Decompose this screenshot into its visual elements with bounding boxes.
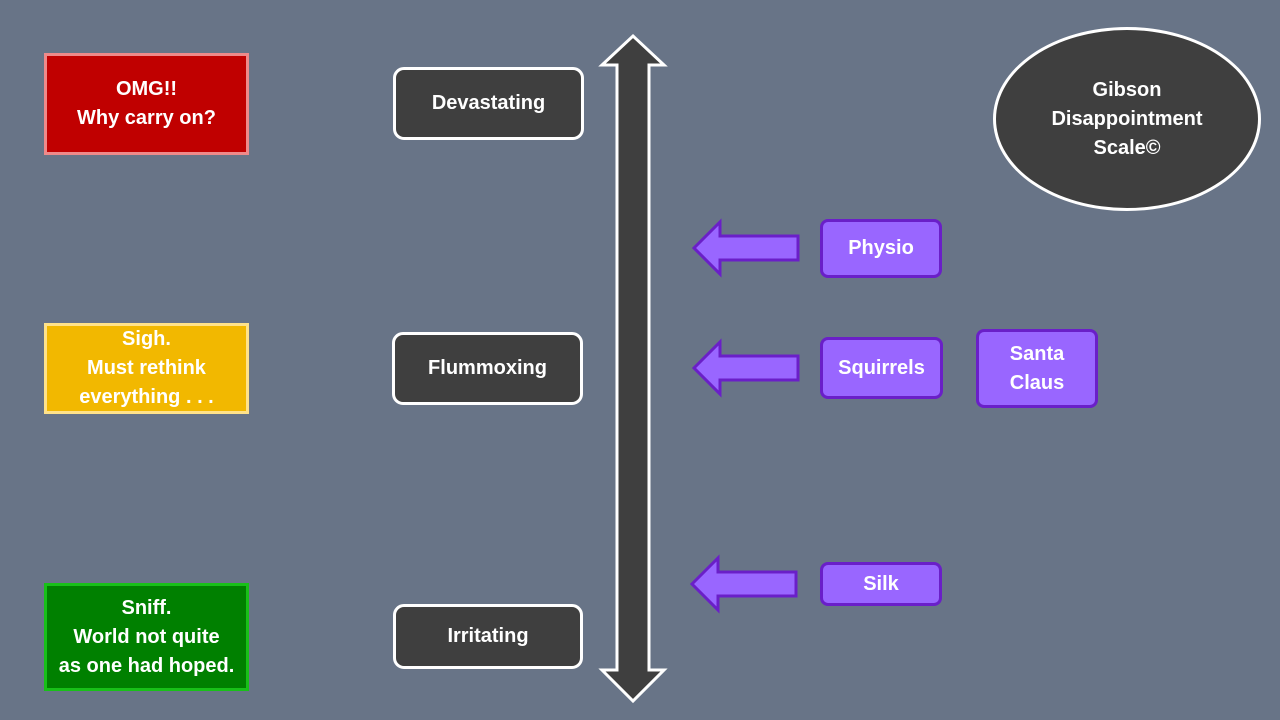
item-physio-box: Physio [820,219,942,278]
physio-pointer-arrow-icon [691,218,800,278]
item-silk-box: Silk [820,562,942,606]
level-devastating-box: Devastating [393,67,584,140]
level-irritating-box: Irritating [393,604,583,669]
reaction-omg-box: OMG!! Why carry on? [44,53,249,155]
item-santa-claus-box: Santa Claus [976,329,1098,408]
scale-axis-double-arrow-icon [598,33,668,704]
reaction-sniff-box: Sniff. World not quite as one had hoped. [44,583,249,691]
level-flummoxing-box: Flummoxing [392,332,583,405]
silk-pointer-arrow-icon [689,554,798,614]
reaction-sigh-box: Sigh. Must rethink everything . . . [44,323,249,414]
item-squirrels-box: Squirrels [820,337,943,399]
squirrels-pointer-arrow-icon [691,338,800,398]
scale-title-ellipse: Gibson Disappointment Scale© [993,27,1261,211]
